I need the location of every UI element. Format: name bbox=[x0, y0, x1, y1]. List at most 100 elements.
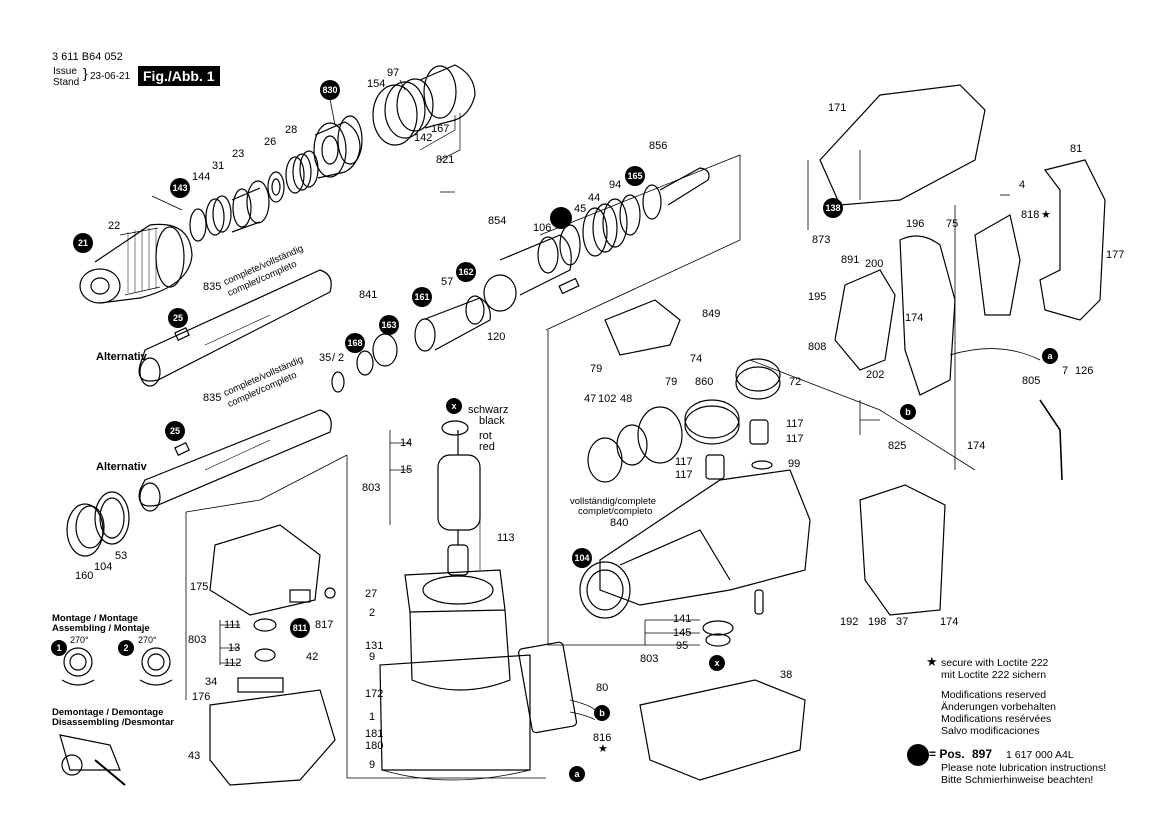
brush-holder bbox=[209, 524, 336, 616]
part-840: 840 bbox=[610, 517, 629, 529]
complete-label-3a: vollständig/complete bbox=[570, 496, 657, 507]
callout-x-bottom: x bbox=[709, 655, 725, 671]
issue-date: 23-06-21 bbox=[90, 71, 131, 82]
part-192: 192 bbox=[840, 616, 859, 628]
piston-group bbox=[356, 167, 710, 376]
callout-25a: 25 bbox=[168, 308, 188, 328]
motor-assembly bbox=[379, 420, 531, 781]
part-177: 177 bbox=[1106, 249, 1125, 261]
part-180: 180 bbox=[365, 740, 384, 752]
note-lubrication-de: Bitte Schmierhinweise beachten! bbox=[941, 774, 1094, 786]
callout-b-switch: b bbox=[594, 705, 610, 721]
part-35-slash: / bbox=[332, 352, 336, 364]
gear-train bbox=[587, 358, 781, 483]
part-195: 195 bbox=[808, 291, 827, 303]
part-99: 99 bbox=[788, 458, 801, 470]
angle-label-1: 270° bbox=[70, 635, 89, 645]
montage-caption-2: Assembling / Montaje bbox=[52, 623, 150, 634]
part-117d: 117 bbox=[675, 469, 693, 481]
note-mod-es: Salvo modificaciones bbox=[941, 725, 1040, 737]
part-174c: 174 bbox=[940, 616, 959, 628]
angle-label-2: 270° bbox=[138, 635, 157, 645]
part-803a: 803 bbox=[362, 482, 381, 494]
chuck-assembly bbox=[79, 64, 476, 304]
part-817: 817 bbox=[315, 619, 334, 631]
part-112: 112 bbox=[224, 657, 242, 669]
wire-red: red bbox=[479, 441, 495, 453]
part-23: 23 bbox=[232, 148, 245, 160]
part-48: 48 bbox=[620, 393, 633, 405]
part-145: 145 bbox=[673, 627, 692, 639]
complete-label-3b: complet/completo bbox=[578, 506, 653, 517]
part-104: 104 bbox=[94, 561, 113, 573]
part-2b: 2 bbox=[369, 607, 376, 619]
motor-housing bbox=[209, 618, 336, 786]
callout-811: 811 bbox=[290, 618, 310, 638]
issue-brace: } bbox=[83, 65, 88, 81]
lower-left-rings bbox=[66, 491, 130, 557]
part-47: 47 bbox=[584, 393, 597, 405]
part-160: 160 bbox=[75, 570, 94, 582]
step-2-marker: 2 bbox=[118, 640, 134, 656]
lubrication-point-897 bbox=[550, 207, 572, 229]
callout-168: 168 bbox=[345, 333, 365, 353]
note-mod-fr: Modifications resérvées bbox=[941, 713, 1052, 725]
tool-holder-shafts bbox=[138, 269, 345, 512]
callout-138: 138 bbox=[823, 198, 843, 218]
part-117b: 117 bbox=[786, 433, 804, 445]
star-icon: ★ bbox=[926, 654, 938, 669]
part-81: 81 bbox=[1070, 143, 1083, 155]
wire-schwarz: schwarz bbox=[468, 404, 509, 416]
part-120: 120 bbox=[487, 331, 506, 343]
alternativ-label-2: Alternativ bbox=[96, 461, 147, 473]
part-1: 1 bbox=[369, 711, 376, 723]
part-14: 14 bbox=[400, 437, 413, 449]
callout-b-handle: b bbox=[900, 404, 916, 420]
part-117a: 117 bbox=[786, 418, 804, 430]
part-95: 95 bbox=[676, 640, 689, 652]
note-loctite-de: mit Loctite 222 sichern bbox=[941, 669, 1047, 681]
callout-161: 161 bbox=[412, 287, 432, 307]
part-42: 42 bbox=[306, 651, 319, 663]
part-94: 94 bbox=[609, 179, 622, 191]
part-808: 808 bbox=[808, 341, 827, 353]
part-111: 111 bbox=[224, 619, 241, 631]
part-891: 891 bbox=[841, 254, 860, 266]
part-176: 176 bbox=[192, 691, 211, 703]
part-860: 860 bbox=[695, 376, 714, 388]
part-805: 805 bbox=[1022, 375, 1041, 387]
part-79b: 79 bbox=[665, 376, 678, 388]
clutch-parts bbox=[702, 589, 764, 647]
part-818-star: ★ bbox=[1041, 209, 1051, 221]
part-102: 102 bbox=[598, 393, 617, 405]
callout-143: 143 bbox=[170, 178, 190, 198]
wire-rot: rot bbox=[479, 430, 492, 442]
stand-label: Stand bbox=[53, 77, 80, 88]
part-106: 106 bbox=[533, 222, 552, 234]
part-856: 856 bbox=[649, 140, 668, 152]
demontage-caption-1: Demontage / Demontage bbox=[52, 707, 164, 718]
part-198: 198 bbox=[868, 616, 887, 628]
part-154: 154 bbox=[367, 78, 386, 90]
part-171: 171 bbox=[828, 102, 847, 114]
part-37: 37 bbox=[896, 616, 909, 628]
part-172: 172 bbox=[365, 688, 384, 700]
part-131: 131 bbox=[365, 640, 384, 652]
part-175: 175 bbox=[190, 581, 209, 593]
part-196: 196 bbox=[906, 218, 925, 230]
gear-housing bbox=[579, 299, 811, 619]
part-835a: 835 bbox=[203, 281, 222, 293]
part-803c: 803 bbox=[640, 653, 659, 665]
part-7: 7 bbox=[1062, 365, 1069, 377]
part-15: 15 bbox=[400, 464, 413, 476]
part-79a: 79 bbox=[590, 363, 603, 375]
part-75: 75 bbox=[946, 218, 959, 230]
callout-x-top: x bbox=[446, 398, 462, 414]
callout-830: 830 bbox=[320, 80, 340, 100]
part-45: 45 bbox=[574, 203, 587, 215]
callout-a-switch: a bbox=[569, 766, 585, 782]
montage-caption-1: Montage / Montage bbox=[52, 613, 139, 624]
lubrication-dot-icon bbox=[907, 744, 929, 766]
